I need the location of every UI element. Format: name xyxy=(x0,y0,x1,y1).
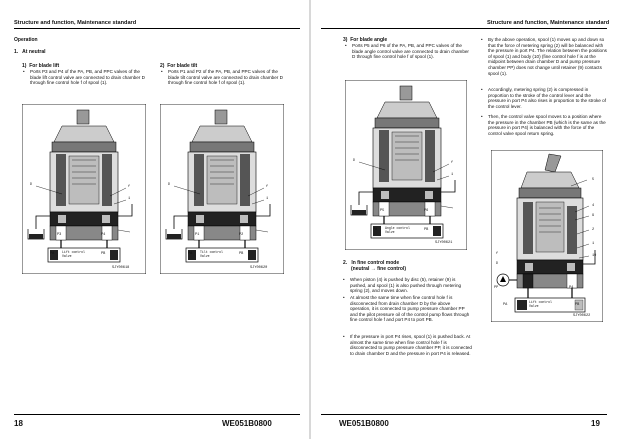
left-page-number: 18 xyxy=(14,419,23,428)
fine-control-bullet-2: At almost the same time when fine contro… xyxy=(350,295,470,323)
label-1-lift: 1 xyxy=(128,197,131,201)
right-page-number: 19 xyxy=(591,419,600,428)
right-page: Structure and function, Maintenance stan… xyxy=(311,0,620,439)
label-D-lift: D xyxy=(30,183,33,187)
fine-control-title: 2. In fine control mode xyxy=(343,260,400,266)
label-P3: P3 xyxy=(57,233,62,237)
ppc-valve-diagram-tilt xyxy=(160,104,284,274)
bullet-dot: • xyxy=(481,114,483,119)
blade-lift-title: 1) For blade lift xyxy=(22,63,60,69)
label-PA-fine: PA xyxy=(503,303,508,307)
subsection-at-neutral: 1. At neutral xyxy=(14,49,46,55)
fine-control-bullet-1: When piston (4) is pushed by disc (5), r… xyxy=(350,277,462,294)
label-PA-lift: PA xyxy=(50,252,55,256)
label-P5: P5 xyxy=(380,209,385,213)
bullet-dot: • xyxy=(481,87,483,92)
blade-tilt-title: 2) For blade tilt xyxy=(160,63,198,69)
left-doc-code: WE051B0800 xyxy=(222,419,272,428)
figure-id-fine: SJY00622 xyxy=(573,314,591,318)
label-f-lift: f xyxy=(128,185,131,189)
page-gutter xyxy=(309,0,311,439)
right-col-bullet-2: Accordingly, metering spring (2) is comp… xyxy=(488,87,606,109)
label-lift-valve: Lift control Valve xyxy=(62,250,85,258)
figure-id-angle: SJY00621 xyxy=(435,241,453,245)
right-col-bullet-3: Then, the control valve spool moves to a… xyxy=(488,114,606,136)
bullet-dot: • xyxy=(161,69,163,74)
right-footer-rule xyxy=(321,414,607,415)
ppc-valve-diagram-angle xyxy=(345,80,467,250)
label-5: 5 xyxy=(592,178,595,182)
label-angle-valve: Angle control Valve xyxy=(385,226,410,234)
label-P2: P2 xyxy=(239,233,244,237)
label-D-angle: D xyxy=(353,159,356,163)
bullet-dot: • xyxy=(343,334,345,339)
label-tilt-valve: Tilt control Valve xyxy=(200,250,223,258)
label-PB-fine: PB xyxy=(575,303,580,307)
label-9: 9 xyxy=(592,214,595,218)
blade-angle-title: 3) For blade angle xyxy=(343,37,388,43)
right-doc-code: WE051B0800 xyxy=(339,419,389,428)
label-P4: P4 xyxy=(101,233,106,237)
right-header-rule xyxy=(321,28,607,29)
left-footer-rule xyxy=(14,414,300,415)
label-P6: P6 xyxy=(424,209,429,213)
label-f-tilt: f xyxy=(266,185,269,189)
label-D-fine: D xyxy=(496,262,499,266)
label-PB-lift: PB xyxy=(101,252,106,256)
label-PB-angle: PB xyxy=(424,228,429,232)
bullet-dot: • xyxy=(481,37,483,42)
label-P1: P1 xyxy=(195,233,200,237)
section-title-operation: Operation xyxy=(14,37,38,43)
label-fine-valve: Lift control Valve xyxy=(529,300,552,308)
left-header: Structure and function, Maintenance stan… xyxy=(14,20,137,26)
figure-id-tilt: SJY00620 xyxy=(250,266,268,270)
label-1: 1 xyxy=(592,242,595,246)
label-PA-tilt: PA xyxy=(188,252,193,256)
label-10: 10 xyxy=(592,254,597,258)
ppc-valve-diagram-lift xyxy=(22,104,146,274)
label-1-angle: 1 xyxy=(451,173,454,177)
left-header-rule xyxy=(14,28,300,29)
right-header: Structure and function, Maintenance stan… xyxy=(487,20,610,26)
label-2: 2 xyxy=(592,228,595,232)
label-PB-tilt: PB xyxy=(239,252,244,256)
label-f-angle: f xyxy=(451,161,454,165)
label-f-fine: f xyxy=(496,252,499,256)
fine-control-subtitle: (neutral → fine control) xyxy=(351,266,406,272)
right-col-bullet-1: By the above operation, spool (1) moves … xyxy=(488,37,607,76)
blade-tilt-text: Ports P1 and P2 of the PA, PB, and PPC v… xyxy=(168,69,283,86)
label-1-tilt: 1 xyxy=(266,197,269,201)
blade-angle-text: Ports P5 and P6 of the PA, PB, and PPC v… xyxy=(352,43,469,60)
label-P4-fine: P4 xyxy=(569,286,574,290)
fine-control-bullet-3: If the pressure in port P4 rises, spool … xyxy=(350,334,472,356)
bullet-dot: • xyxy=(345,43,347,48)
label-PP: PP xyxy=(494,286,499,290)
ppc-valve-diagram-fine-control xyxy=(491,150,603,322)
bullet-dot: • xyxy=(23,69,25,74)
figure-id-lift: SJY00618 xyxy=(112,266,130,270)
bullet-dot: • xyxy=(343,277,345,282)
left-page: Structure and function, Maintenance stan… xyxy=(0,0,309,439)
label-PA-angle: PA xyxy=(373,228,378,232)
blade-lift-text: Ports P3 and P4 of the PA, PB, and PPC v… xyxy=(30,69,145,86)
bullet-dot: • xyxy=(343,295,345,300)
label-D-tilt: D xyxy=(168,183,171,187)
label-4: 4 xyxy=(592,204,595,208)
